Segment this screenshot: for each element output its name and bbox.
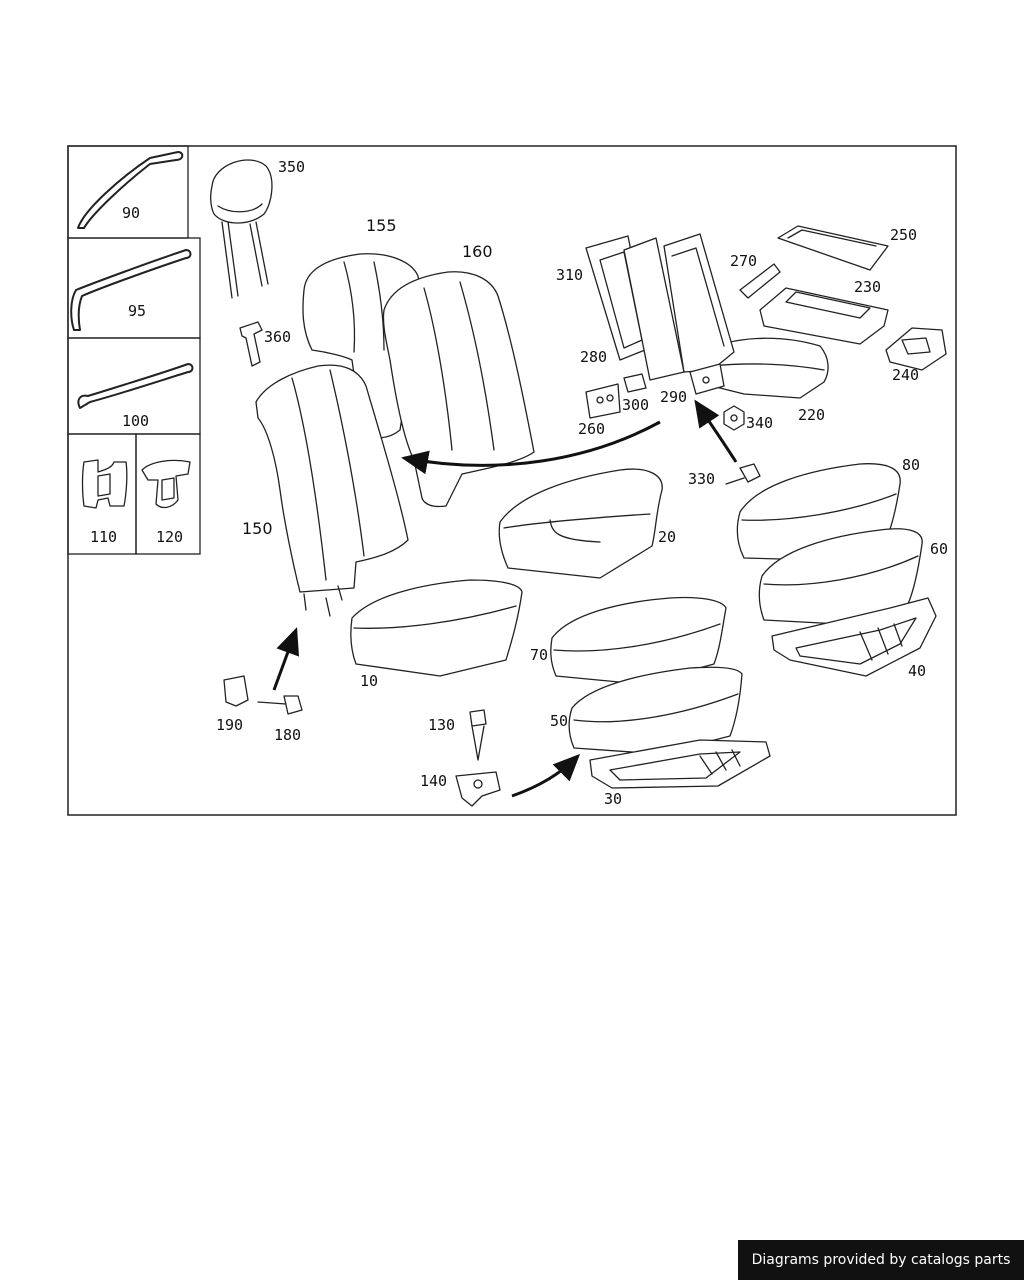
guide-360-icon — [239, 321, 263, 367]
callout-150: 150 — [242, 519, 273, 538]
callout-240: 240 — [892, 366, 919, 384]
part-300-icon — [623, 373, 647, 393]
callout-230: 230 — [854, 278, 881, 296]
credit-badge: Diagrams provided by catalogs parts — [738, 1240, 1024, 1280]
callout-70: 70 — [530, 646, 548, 664]
callout-310: 310 — [556, 266, 583, 284]
bracket-260-icon — [585, 383, 621, 419]
cover-250-icon — [777, 225, 889, 271]
clip-120-icon — [141, 459, 191, 509]
callout-20: 20 — [658, 528, 676, 546]
cushion-70-icon — [550, 596, 727, 685]
callout-280: 280 — [580, 348, 607, 366]
holder-240-icon — [885, 327, 947, 371]
callout-130: 130 — [428, 716, 455, 734]
cushion-50-icon — [568, 666, 743, 755]
backrest-160-icon — [382, 271, 535, 508]
callout-220: 220 — [798, 406, 825, 424]
callout-95: 95 — [128, 302, 146, 320]
callout-30: 30 — [604, 790, 622, 808]
panel-290-icon — [663, 233, 735, 373]
inset-boxes — [67, 145, 201, 555]
callout-60: 60 — [930, 540, 948, 558]
hinge-290-icon — [689, 363, 725, 395]
callout-140: 140 — [420, 772, 447, 790]
callout-300: 300 — [622, 396, 649, 414]
callout-360: 360 — [264, 328, 291, 346]
rod-100-icon — [77, 363, 194, 409]
callout-90: 90 — [122, 204, 140, 222]
clip-190-icon — [223, 675, 249, 707]
callout-160: 160 — [462, 242, 493, 261]
nut-340-icon — [723, 405, 745, 431]
callout-180: 180 — [274, 726, 301, 744]
callout-80: 80 — [902, 456, 920, 474]
cushion-20-icon — [498, 468, 663, 579]
callout-110: 110 — [90, 528, 117, 546]
callout-100: 100 — [122, 412, 149, 430]
clip-270-icon — [739, 263, 781, 299]
frame-30-icon — [589, 739, 771, 789]
callout-290: 290 — [660, 388, 687, 406]
clip-140-icon — [455, 771, 501, 807]
bolt-330-icon — [725, 463, 761, 485]
callout-155: 155 — [366, 216, 397, 235]
cushion-10-icon — [350, 579, 523, 677]
callout-40: 40 — [908, 662, 926, 680]
callout-350: 350 — [278, 158, 305, 176]
screw-130-icon — [469, 709, 487, 761]
callout-190: 190 — [216, 716, 243, 734]
callout-50: 50 — [550, 712, 568, 730]
callout-340: 340 — [746, 414, 773, 432]
callout-330: 330 — [688, 470, 715, 488]
tray-230-icon — [759, 287, 889, 345]
callout-10: 10 — [360, 672, 378, 690]
headrest-350-icon — [210, 159, 273, 299]
clip-110-icon — [81, 459, 128, 509]
callout-270: 270 — [730, 252, 757, 270]
callout-120: 120 — [156, 528, 183, 546]
callout-250: 250 — [890, 226, 917, 244]
callout-260: 260 — [578, 420, 605, 438]
rod-95-icon — [70, 249, 192, 331]
screw-180-icon — [257, 695, 303, 715]
backrest-150-icon — [255, 364, 409, 617]
cushion-60-icon — [758, 528, 923, 625]
frame-40-icon — [771, 597, 937, 677]
rod-90-icon — [77, 151, 184, 229]
